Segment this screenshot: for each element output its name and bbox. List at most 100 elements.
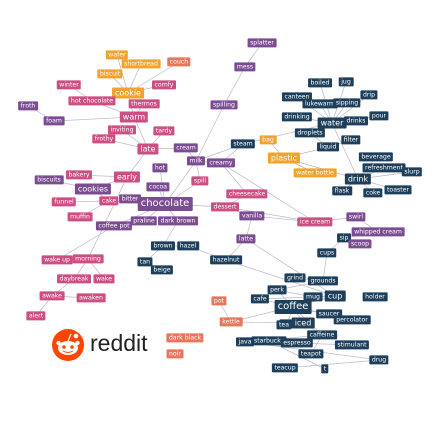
node-plastic: plastic (267, 152, 301, 164)
node-lukewarm: lukewarm (302, 99, 338, 109)
edge (284, 359, 380, 369)
node-mug: mug (303, 292, 323, 302)
edge (56, 225, 115, 261)
node-alert: alert (26, 311, 46, 321)
reddit-wordmark: reddit (90, 330, 148, 356)
node-beige: beige (150, 265, 174, 275)
node-dark-black: dark black (166, 333, 204, 343)
node-latte: latte (236, 234, 256, 244)
node-dessert: dessert (211, 202, 239, 212)
node-tea: tea (276, 320, 292, 330)
edge (87, 176, 128, 260)
node-perk: perk (267, 285, 287, 295)
node-coke: coke (363, 188, 383, 198)
node-stimulant: stimulant (334, 340, 370, 350)
node-warm: warm (119, 111, 149, 123)
node-slurp: slurp (401, 167, 423, 177)
node-starbucks: starbucks (251, 336, 287, 346)
node-scoop: scoop (348, 239, 372, 249)
node-t: t (321, 364, 329, 374)
node-brown: brown (150, 241, 176, 251)
node-cheesecake: cheesecake (226, 189, 268, 199)
node-tardy: tardy (153, 126, 175, 136)
node-pot: pot (211, 296, 227, 306)
node-drink: drink (344, 173, 372, 185)
node-milk: milk (186, 156, 206, 166)
node-filter: filter (341, 135, 361, 145)
node-refreshment: refreshment (362, 163, 406, 173)
node-morning: morning (72, 254, 104, 264)
node-drinks: drinks (344, 116, 368, 126)
node-noir: noir (166, 349, 184, 359)
node-flask: flask (332, 186, 352, 196)
edge (220, 162, 248, 195)
node-cream: cream (173, 143, 199, 153)
node-cake: cake (99, 196, 119, 206)
node-grounds: grounds (307, 276, 339, 286)
reddit-alien-icon (52, 329, 84, 361)
node-swirl: swirl (346, 212, 366, 222)
node-grind: grind (284, 273, 306, 283)
node-toaster: toaster (384, 185, 412, 195)
node-winter: winter (56, 80, 82, 90)
node-whipped-cream: whipped cream (351, 227, 405, 237)
node-cup: cup (324, 290, 346, 302)
node-teacup: teacup (271, 363, 299, 373)
node-biscuit: biscuit (97, 69, 123, 79)
node-mess: mess (234, 62, 256, 72)
node-hot: hot (152, 163, 168, 173)
node-praline: praline (130, 216, 158, 226)
edge (331, 122, 359, 180)
node-espresso: espresso (280, 338, 314, 348)
node-foam: foam (43, 116, 65, 126)
node-drug: drug (369, 355, 389, 365)
node-cups: cups (317, 248, 337, 258)
node-biscuits: biscuits (34, 175, 64, 185)
node-thermos: thermos (128, 99, 160, 109)
node-coffee: coffee (274, 300, 312, 314)
edge (322, 252, 328, 282)
edge (220, 162, 316, 223)
node-wake: wake (93, 274, 115, 284)
edge (223, 66, 246, 106)
node-holder: holder (362, 292, 388, 302)
node-frothy: frothy (92, 134, 116, 144)
node-cookie: cookie (112, 87, 144, 99)
node-creamy: creamy (206, 158, 236, 168)
node-spilling: spilling (210, 100, 238, 110)
node-chocolate: chocolate (137, 197, 193, 211)
node-sip: sip (337, 233, 351, 243)
node-late: late (137, 143, 159, 155)
node-comfy: comfy (152, 80, 176, 90)
edge (268, 340, 326, 370)
node-java: java (236, 337, 254, 347)
edge (245, 238, 336, 297)
edge (242, 122, 333, 145)
node-hazel: hazel (177, 241, 199, 251)
node-boiled: boiled (308, 78, 332, 88)
node-hot-chocolate: hot chocolate (68, 96, 116, 106)
node-inviting: inviting (107, 125, 137, 135)
node-beverage: beverage (358, 152, 394, 162)
node-liquid: liquid (317, 142, 339, 152)
node-cookies: cookies (74, 183, 112, 195)
edge (195, 104, 225, 162)
node-hazelnut: hazelnut (210, 255, 242, 265)
node-daybreak: daybreak (57, 274, 91, 284)
node-wafer: wafer (105, 50, 129, 60)
node-droplets: droplets (294, 128, 326, 138)
node-shortbread: shortbread (121, 59, 161, 69)
node-steam: steam (230, 139, 256, 149)
node-drinking: drinking (281, 112, 313, 122)
node-water: water (317, 117, 347, 129)
node-couch: couch (167, 57, 191, 67)
node-early: early (113, 171, 141, 183)
node-froth: froth (18, 101, 38, 111)
node-awaken: awaken (76, 293, 106, 303)
node-cafe: cafe (250, 294, 270, 304)
edge (225, 259, 336, 297)
node-caffeine: caffeine (307, 330, 337, 340)
node-bag: bag (259, 135, 277, 145)
node-funnel: funnel (51, 197, 77, 207)
